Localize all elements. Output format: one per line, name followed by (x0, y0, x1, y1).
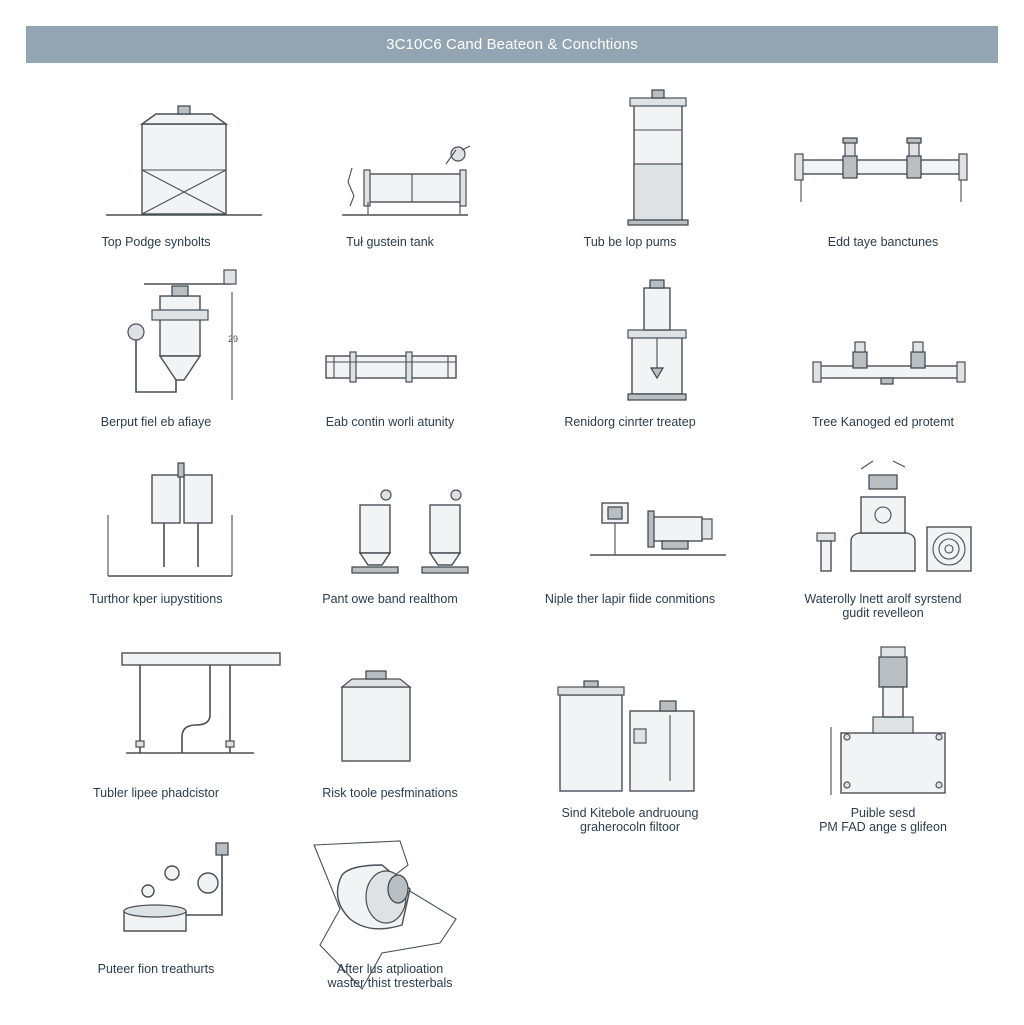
storage-drum-icon (340, 670, 412, 762)
symbol-cell: Puible sesd PM FAD ange s glifeon (755, 645, 1011, 835)
symbol-caption: Niple ther lapir fiide conmitions (544, 592, 716, 606)
symbol-cell: After lus atplioation waster thist trest… (262, 835, 518, 1025)
symbol-caption: After lus atplioation waster thist trest… (327, 962, 453, 990)
blower-housing-icon (816, 460, 972, 572)
symbol-cell: Tree Kanoged ed protemt (755, 268, 1011, 458)
pipe-valve-assembly-icon (794, 137, 968, 202)
symbol-cell: Sind Kitebole andruoung graherocoln filt… (502, 645, 758, 835)
symbol-caption: Renidorg cinrter treatep (564, 415, 696, 429)
symbol-cell: Tubler lipee phadcistor (28, 645, 284, 835)
motor-drive-icon (590, 502, 726, 556)
treatment-unit-icon (627, 279, 687, 401)
symbol-cell: Top Podge synbolts (28, 90, 284, 280)
column-tower-icon (627, 89, 689, 226)
manifold-pipe-icon (812, 341, 966, 385)
control-cabinet-icon (557, 680, 695, 792)
symbol-caption: Puible sesd PM FAD ange s glifeon (819, 806, 947, 834)
dual-pump-icon (351, 489, 469, 574)
symbol-cell: Pant owe band realthom (262, 455, 518, 645)
pressure-unit-icon (830, 646, 946, 795)
symbol-caption: Risk toole pesfminations (322, 786, 458, 800)
symbol-caption: Tub be lop pums (583, 235, 677, 249)
symbol-caption: Tubler lipee phadcistor (93, 786, 219, 800)
symbol-caption: Turthor kper iupystitions (89, 592, 223, 606)
horizontal-tank-icon (342, 145, 471, 216)
symbol-caption: Pant owe band realthom (322, 592, 458, 606)
symbol-cell: 29 Berput fiel eb afiaye (28, 268, 284, 458)
rotary-drum-icon (313, 840, 457, 990)
symbol-cell: Edd taye banctunes (755, 90, 1011, 280)
symbol-cell: Renidorg cinrter treatep (502, 268, 758, 458)
pipe-section-icon (325, 351, 457, 383)
symbol-caption: Tuł gustein tank (346, 235, 434, 249)
symbol-cell: Turthor kper iupystitions (28, 455, 284, 645)
filter-vessel-icon: 29 (127, 269, 238, 400)
symbol-cell: Niple ther lapir fiide conmitions (502, 455, 758, 645)
height-mark: 29 (228, 334, 238, 344)
symbol-cell: Tub be lop pums (502, 89, 758, 280)
symbol-cell: Eab contin worli atunity (262, 268, 518, 458)
pipe-rack-icon (121, 652, 281, 754)
symbol-caption: Edd taye banctunes (827, 235, 939, 249)
symbol-caption: Berput fiel eb afiaye (100, 415, 212, 429)
title-banner: 3C10C6 Cand Beateon & Conchtions (26, 26, 998, 63)
symbol-caption: Eab contin worli atunity (325, 415, 455, 429)
symbol-caption: Top Podge synbolts (101, 235, 211, 249)
symbol-cell: Risk toole pesfminations (262, 645, 518, 835)
gauge-station-icon (123, 842, 229, 932)
symbol-cell: Puteer fion treathurts (28, 835, 284, 1025)
silo-tank-icon (106, 105, 262, 216)
symbol-cell: Waterolly lnett arolf syrstend gudit rev… (755, 455, 1011, 645)
twin-vessels-icon (107, 462, 233, 577)
symbol-caption: Puteer fion treathurts (97, 962, 215, 976)
symbol-caption: Sind Kitebole andruoung graherocoln filt… (561, 806, 699, 834)
page-title: 3C10C6 Cand Beateon & Conchtions (386, 36, 638, 53)
symbol-cell: Tuł gustein tank (262, 90, 518, 280)
symbol-caption: Waterolly lnett arolf syrstend gudit rev… (804, 592, 962, 620)
symbol-caption: Tree Kanoged ed protemt (812, 415, 954, 429)
